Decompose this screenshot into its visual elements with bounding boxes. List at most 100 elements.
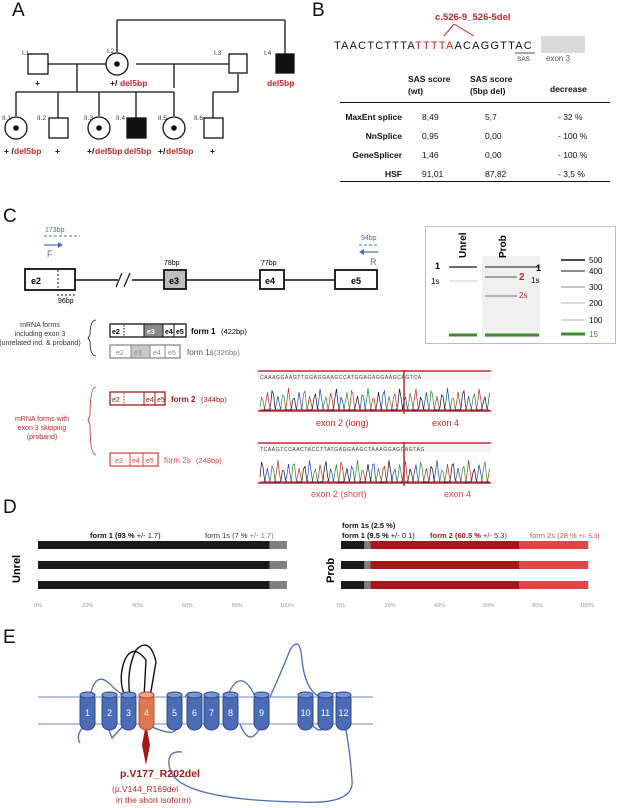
geno-II1-del: del5bp <box>14 146 41 156</box>
seq-exon: GTTAC <box>490 40 532 52</box>
tm-helix-label: 4 <box>144 708 149 718</box>
band-2s: 2s <box>519 291 527 300</box>
tm-helix-cap <box>79 691 96 699</box>
sas-del: 5,7 <box>485 112 497 122</box>
primer-f: F <box>47 249 53 259</box>
panel-letter-e: E <box>3 627 16 648</box>
geno-II6: + <box>210 146 215 156</box>
tm-helix-cap <box>203 691 220 699</box>
band-1: 1 <box>435 261 440 271</box>
sas-tool: GeneSplicer <box>352 150 402 160</box>
panel-letter-b: B <box>312 0 325 21</box>
deletion-label: p.V177_R202del <box>120 768 200 780</box>
x-tick-label: 100% <box>280 603 294 609</box>
prob-form2-annotation: form 2 (60.5 % +/- 5.3) <box>430 531 507 540</box>
bar-segment-form-1s <box>269 581 287 589</box>
svg-text:e5: e5 <box>168 350 176 357</box>
ladder-400: 400 <box>589 267 603 276</box>
ladder-300: 300 <box>589 283 603 292</box>
geno-II3-del: del5bp <box>95 146 122 156</box>
tm-helix-cap <box>253 691 270 699</box>
sas-table: SAS score (wt) SAS score (5bp del) decre… <box>340 70 610 182</box>
sas-del: 0,00 <box>485 150 502 160</box>
form1-schematic: e2 e3 e4 e5 <box>109 323 187 338</box>
band-1-right: 1 <box>536 263 541 273</box>
svg-text:e3: e3 <box>134 350 142 357</box>
chromatogram-trace <box>260 387 490 411</box>
x-tick-label: 80% <box>232 603 243 609</box>
svg-text:e5: e5 <box>157 397 165 404</box>
tm-helix-label: 7 <box>209 708 214 718</box>
tm-helix-cap <box>222 691 239 699</box>
unrel-axis-label: Unrel <box>11 555 23 583</box>
sas-wt: 1,46 <box>422 150 439 160</box>
trace-1: CAAAGGAAGTTGGAGGAAGCCATGGAGAGGAAGCAGTCA … <box>258 370 491 428</box>
x-tick-label: 40% <box>132 603 143 609</box>
sas-tool: HSF <box>385 169 402 179</box>
x-tick-label: 20% <box>82 603 93 609</box>
tm-helix-cap <box>335 691 352 699</box>
gene-structure: 173bp F 94bp R e2 96bp e3 78bp e4 77bp e… <box>24 227 378 305</box>
tm-helix-cap <box>101 691 118 699</box>
exon-e3: e3 <box>169 276 179 286</box>
tm-helix-label: 8 <box>228 708 233 718</box>
svg-text:e4: e4 <box>153 350 161 357</box>
tm-helix-cap <box>186 691 203 699</box>
short-isoform-note-1: (p.V144_R169del <box>112 784 178 794</box>
geno-I2-del: del5bp <box>120 78 147 88</box>
sas-del: 87,82 <box>485 169 507 179</box>
panel-letter-d: D <box>3 497 17 518</box>
unrel-form1-annotation: form 1 (93 % +/- 1.7) <box>90 531 161 540</box>
form2-schematic: e2 e4 e5 <box>109 391 166 406</box>
gel-lane-prob: Prob <box>498 235 509 258</box>
form2s-name: form 2s <box>164 456 191 465</box>
tm-helix-cap <box>317 691 334 699</box>
sas-tool: NnSplice <box>365 131 402 141</box>
bar-segment-form-2s <box>519 541 589 549</box>
label-I2: I.2 <box>107 48 115 55</box>
bar-segment-form-2 <box>370 561 520 569</box>
sequencing-traces: CAAAGGAAGTTGGAGGAAGCCATGGAGAGGAAGCAGTCA … <box>258 370 491 499</box>
seq-black-1: TAACTCTTTA <box>334 40 415 52</box>
x-tick-label: 60% <box>182 603 193 609</box>
prob-axis-label: Prob <box>325 558 337 583</box>
tm-helix-label: 5 <box>172 708 177 718</box>
chromatogram-trace <box>260 460 490 483</box>
form2s-schematic: e2 e4 e5 <box>109 452 159 467</box>
primer-f-size: 173bp <box>45 227 65 234</box>
svg-text:e2: e2 <box>112 397 120 404</box>
bar-segment-form-1s <box>364 561 371 569</box>
bar-segment-form-1 <box>38 581 270 589</box>
sas-decrease: - 100 % <box>558 150 588 160</box>
form1s-size: (326bp) <box>214 348 240 357</box>
prob-form1-annotation: form 1 (9.5 % +/- 0.1) <box>342 531 415 540</box>
trace-2: TCAAGTCCAACTACCTTATGAGGAAGCTAAAGGAGCAGTA… <box>258 442 491 499</box>
bar-segment-form-1 <box>38 541 270 549</box>
label-II1: II.1 <box>2 115 11 122</box>
exon-e2: e2 <box>31 276 41 286</box>
trace1-left-label: exon 2 (long) <box>316 418 369 428</box>
x-tick-label: 0% <box>337 603 345 609</box>
exon-e4: e4 <box>265 276 275 286</box>
tm-helix-label: 11 <box>321 708 330 718</box>
bar-segment-form-2s <box>519 581 589 589</box>
geno-II5-plus: +/ <box>158 146 166 156</box>
seq-black-2: ACAG <box>454 40 490 52</box>
sas-del: 0,00 <box>485 131 502 141</box>
x-tick-label: 80% <box>532 603 543 609</box>
pedigree-chart: I.1 I.2 I.3 I.4 II.1 II.2 II.3 II.4 II.5… <box>2 19 295 156</box>
bar-segment-form-1s <box>269 541 287 549</box>
x-tick-label: 60% <box>483 603 494 609</box>
svg-text:e2: e2 <box>115 458 123 465</box>
bar-segment-form-2 <box>370 581 520 589</box>
ladder-200: 200 <box>589 299 603 308</box>
form1-size: (422bp) <box>221 327 247 336</box>
label-I1: I.1 <box>22 50 30 57</box>
geno-II4: del5bp <box>124 146 151 156</box>
geno-I1: + <box>35 78 40 88</box>
bar-segment-form-1 <box>341 541 365 549</box>
tm-helix-cap <box>138 691 155 699</box>
sas-decrease: - 32 % <box>558 112 583 122</box>
trace1-right-label: exon 4 <box>432 418 459 428</box>
